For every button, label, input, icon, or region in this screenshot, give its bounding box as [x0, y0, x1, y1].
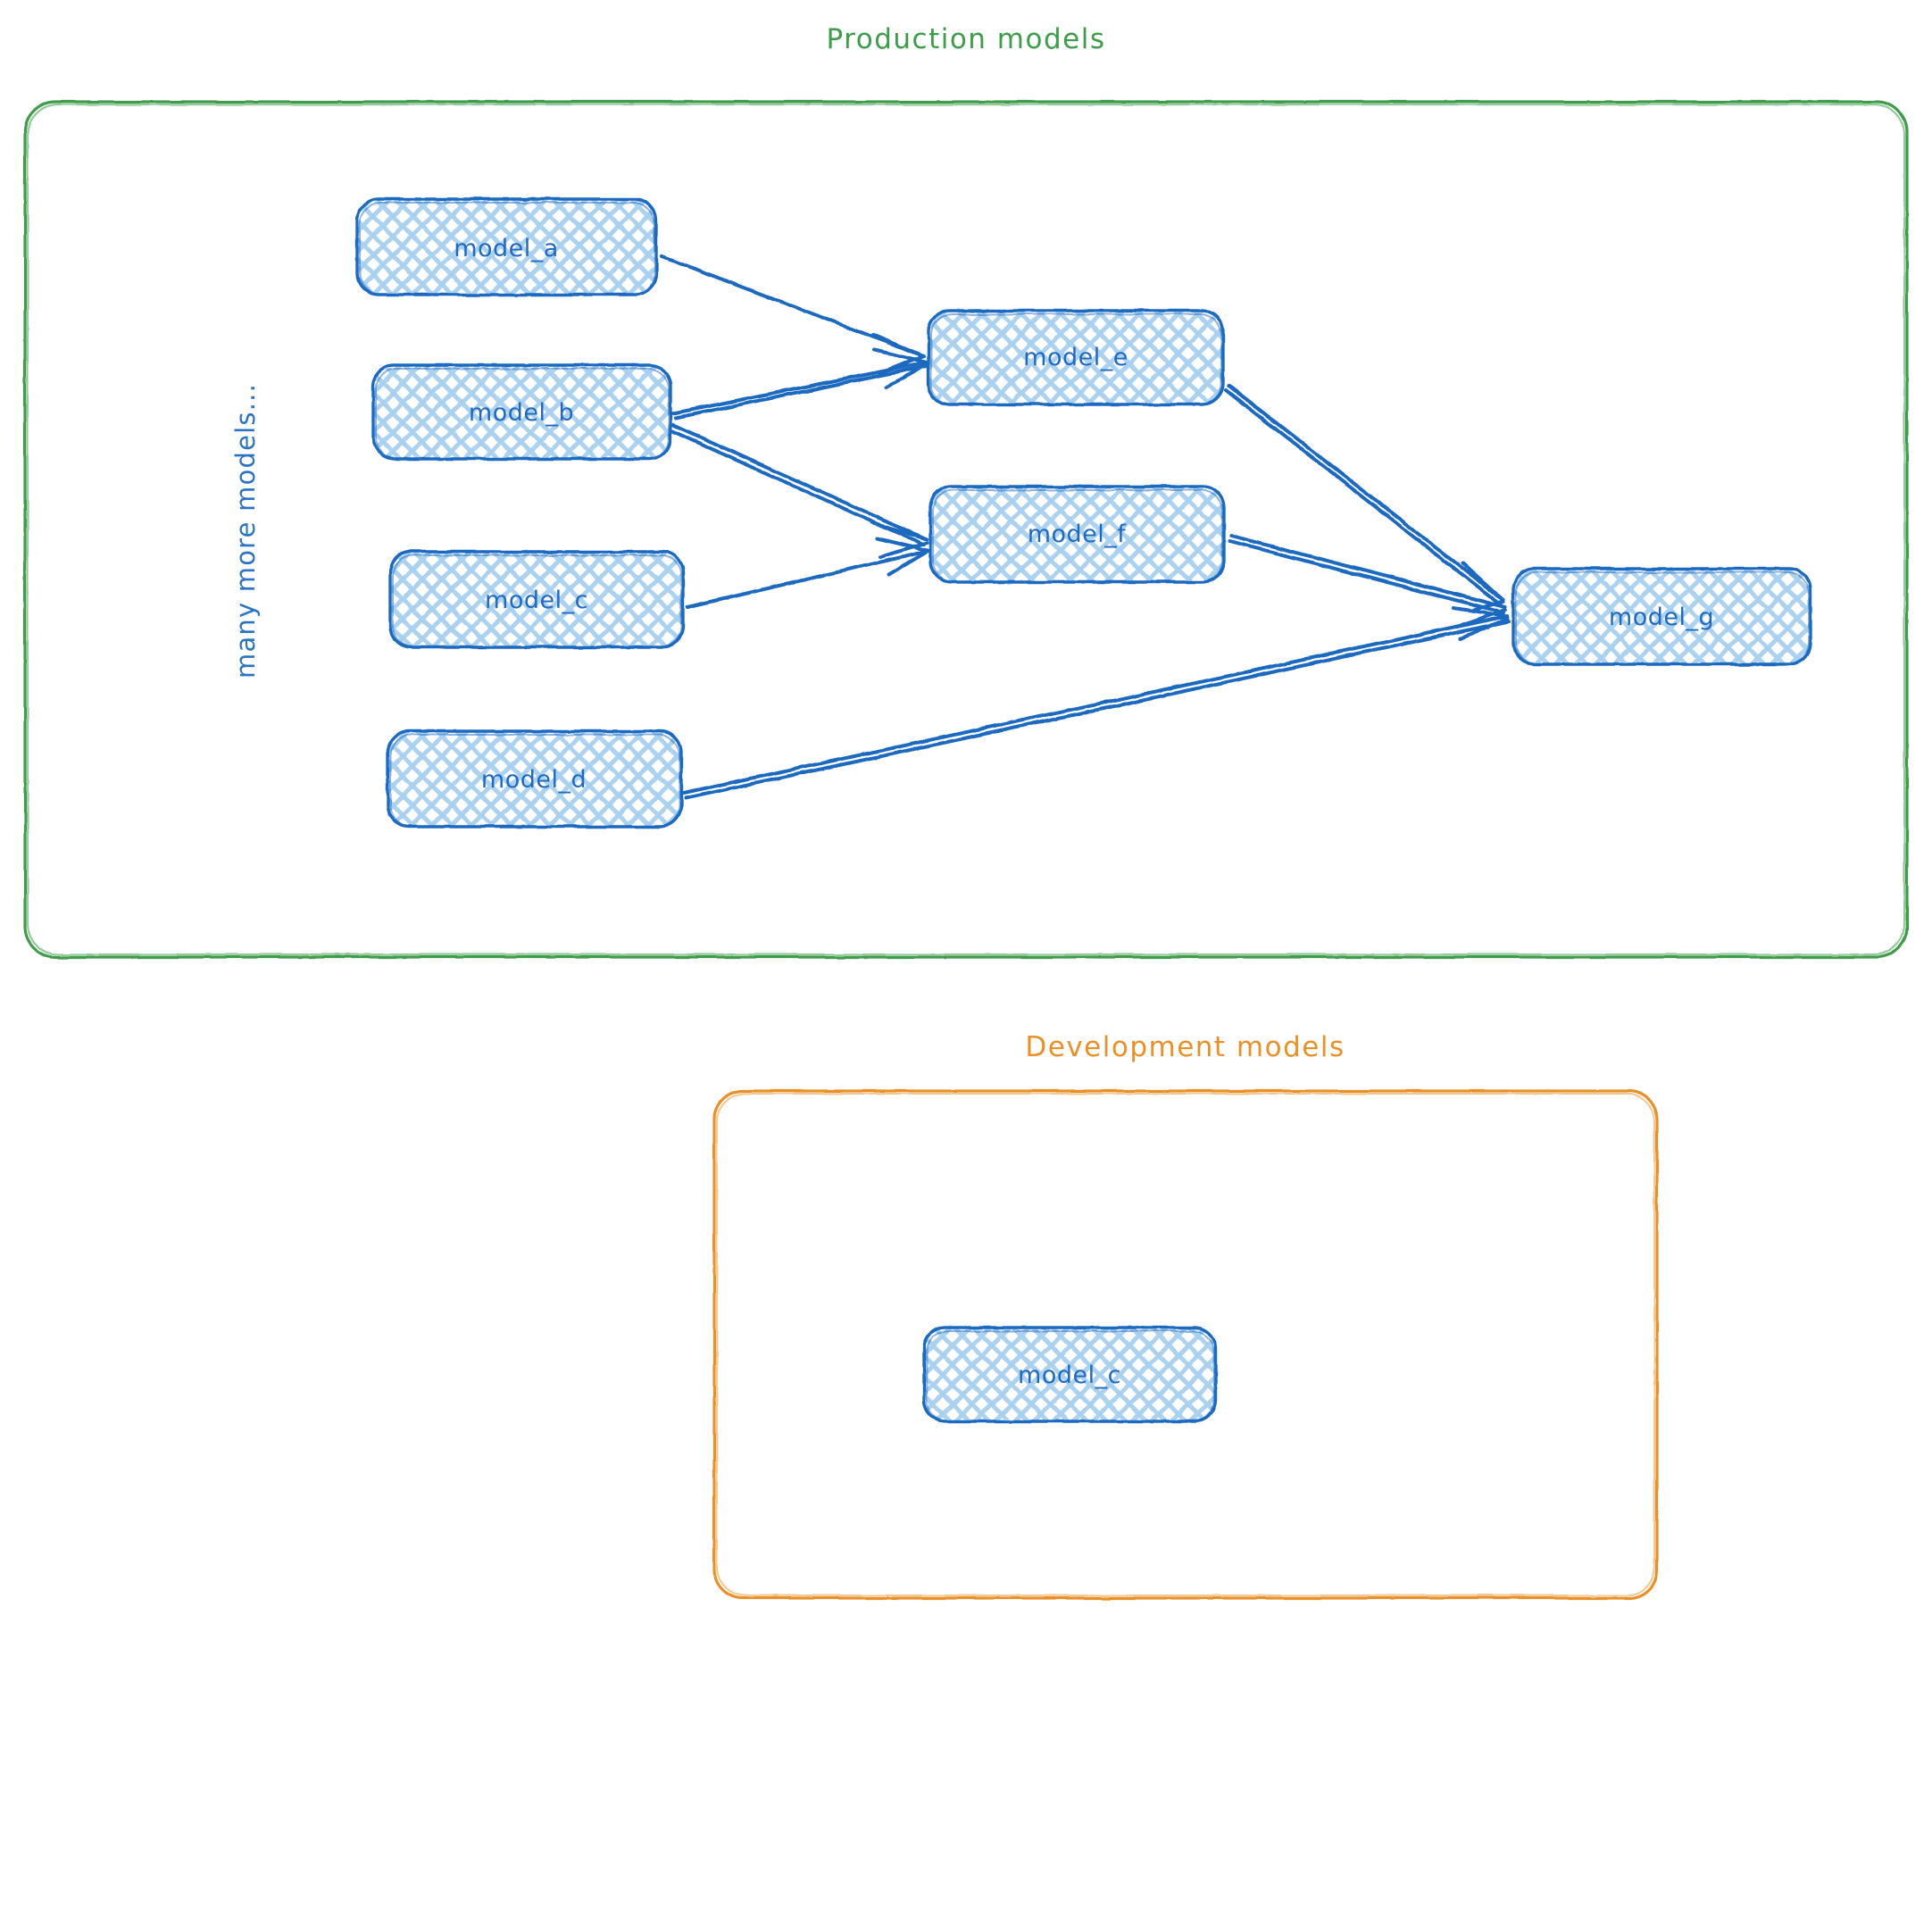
- node-label: model_g: [1609, 604, 1714, 631]
- node-label: model_a: [454, 235, 559, 262]
- edge-model-b-to-model-f: [669, 423, 929, 559]
- node-label: model_b: [469, 399, 574, 427]
- production-group-container: [23, 100, 1909, 959]
- node-model-f[interactable]: model_f: [929, 485, 1226, 584]
- development-group-title: Development models: [1025, 1031, 1345, 1063]
- production-group-title: Production models: [826, 23, 1106, 55]
- node-model-g[interactable]: model_g: [1511, 567, 1812, 666]
- node-model-b[interactable]: model_b: [371, 363, 672, 461]
- node-label: model_d: [481, 766, 587, 794]
- development-group-container: [712, 1089, 1659, 1600]
- edge-layer: [660, 254, 1511, 800]
- edge-model-b-to-model-e: [671, 348, 929, 420]
- node-model-d[interactable]: model_d: [386, 729, 683, 829]
- edge-model-a-to-model-e: [660, 254, 926, 375]
- diagram-svg: model_a model_b model_c model_d: [23, 100, 1909, 1600]
- node-label: model_c: [485, 587, 588, 614]
- node-model-c-development[interactable]: model_c: [922, 1326, 1218, 1423]
- node-model-c-production[interactable]: model_c: [388, 550, 685, 649]
- node-label: model_c: [1018, 1362, 1121, 1389]
- edge-model-f-to-model-g: [1228, 534, 1507, 627]
- node-label: model_f: [1028, 520, 1128, 548]
- node-label: model_e: [1023, 344, 1128, 371]
- node-model-a[interactable]: model_a: [355, 197, 658, 296]
- edge-model-e-to-model-g: [1224, 384, 1505, 612]
- edge-model-d-to-model-g: [682, 606, 1511, 800]
- node-model-e[interactable]: model_e: [927, 309, 1225, 406]
- edge-model-c-to-model-f: [686, 537, 930, 609]
